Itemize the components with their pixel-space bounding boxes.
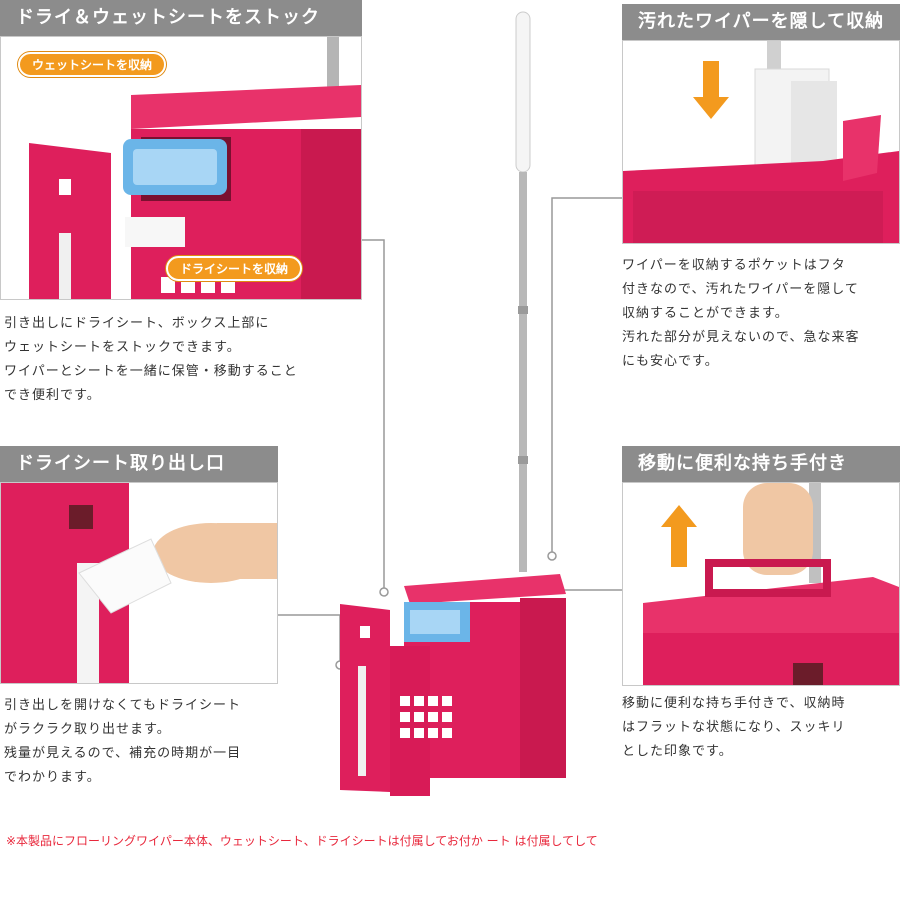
description-stock: 引き出しにドライシート、ボックス上部に ウェットシートをストックできます。 ワイ… <box>4 316 298 403</box>
footnote-not-included: ※本製品にフローリングワイパー本体、ウェットシート、ドライシートは付属してお付か… <box>6 834 598 848</box>
photo-dry-outlet <box>0 482 278 684</box>
description-hide-wiper: ワイパーを収納するポケットはフタ 付きなので、汚れたワイパーを隠して 収納するこ… <box>622 258 860 369</box>
center-product-illustration <box>340 11 566 796</box>
panel-title-hide-wiper: 汚れたワイパーを隠して収納 <box>622 4 900 40</box>
description-dry-outlet: 引き出しを開けなくてもドライシート がラクラク取り出せます。 残量が見えるので、… <box>4 698 242 785</box>
callout-wet-sheet: ウェットシートを収納 <box>18 52 167 77</box>
photo-stock-storage <box>0 36 362 300</box>
description-handle: 移動に便利な持ち手付きで、収納時 はフラットな状態になり、スッキリ とした印象で… <box>622 696 846 759</box>
photo-carry-handle <box>622 482 900 686</box>
panel-title-handle: 移動に便利な持ち手付き <box>622 446 900 482</box>
panel-title-stock: ドライ＆ウェットシートをストック <box>0 0 362 36</box>
panel-title-dry-outlet: ドライシート取り出し口 <box>0 446 278 482</box>
callout-dry-sheet: ドライシートを収納 <box>166 256 303 281</box>
photo-hidden-wiper <box>622 40 900 244</box>
